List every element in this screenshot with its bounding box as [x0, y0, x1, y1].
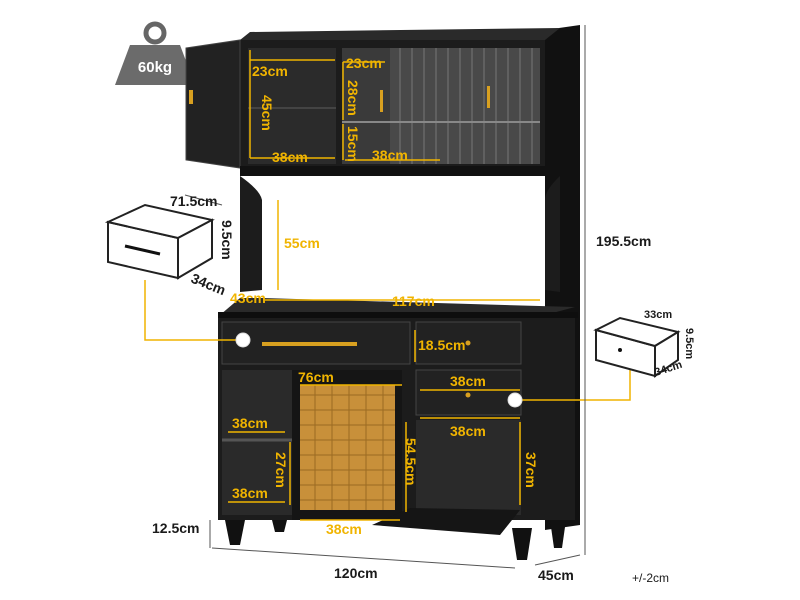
- label-cabinet-depth: 43cm: [230, 290, 266, 306]
- label-inner-shelf-lower: 38cm: [232, 485, 268, 501]
- large-drawer-handle: [262, 342, 357, 346]
- small-drawer-detail: [593, 316, 681, 378]
- label-door-height: 54.5cm: [403, 438, 419, 485]
- overall-dimension-lines: [184, 25, 586, 569]
- door-knob: [189, 90, 193, 104]
- fluted-glass: [390, 48, 540, 164]
- right-small-drawer: [415, 369, 522, 416]
- label-bottom-center-width: 38cm: [326, 521, 362, 537]
- counter-edge: [218, 312, 578, 318]
- label-glass-shelf-width: 38cm: [372, 147, 408, 163]
- right-top-knob: [465, 340, 471, 346]
- leg-front-left: [225, 520, 245, 545]
- label-right-drawer-width: 38cm: [450, 373, 486, 389]
- label-counter-width: 117cm: [392, 293, 435, 309]
- glass-door-handle-right: [487, 86, 490, 108]
- label-bottom-right-height: 37cm: [523, 452, 539, 488]
- label-glass-height: 28cm: [345, 80, 361, 116]
- left-support: [240, 176, 262, 292]
- right-support: [545, 176, 560, 292]
- label-bottom-door-width: 76cm: [298, 369, 334, 385]
- leg-back-right: [550, 520, 566, 548]
- label-tolerance: +/-2cm: [632, 571, 669, 585]
- callout-dot-small: [507, 392, 523, 408]
- large-drawer-detail: [104, 203, 215, 280]
- glass-door-handle-left: [380, 90, 383, 112]
- open-left-door: [185, 39, 241, 169]
- label-left-shelf-width: 38cm: [272, 149, 308, 165]
- cabinet: [185, 25, 580, 560]
- label-bottom-right-width: 38cm: [450, 423, 486, 439]
- open-area: [262, 200, 545, 298]
- large-drawer-depth-label: 34cm: [189, 270, 228, 298]
- left-compartment: [248, 48, 336, 164]
- label-total-height: 195.5cm: [596, 233, 651, 249]
- rattan-weave: [300, 385, 395, 510]
- label-open-height: 55cm: [284, 235, 320, 251]
- label-glass-lower: 15cm: [345, 126, 361, 162]
- label-inner-height: 27cm: [273, 452, 289, 488]
- right-lower-interior: [416, 420, 521, 515]
- open-bottom-door: [372, 508, 520, 535]
- left-lower-interior: [222, 370, 292, 515]
- label-total-width: 120cm: [334, 565, 378, 581]
- leg-front-right: [512, 528, 532, 560]
- label-left-door-width: 23cm: [252, 63, 288, 79]
- hutch-ledge: [240, 166, 560, 176]
- weight-badge: 60kg: [115, 21, 195, 85]
- countertop: [220, 298, 575, 315]
- label-right-drawer-height: 18.5cm: [418, 337, 465, 353]
- leg-back-left: [272, 520, 287, 532]
- weight-handle: [143, 21, 167, 45]
- large-drawer-width-label: 71.5cm: [170, 193, 217, 209]
- small-drawer-width-label: 33cm: [644, 309, 672, 321]
- callout-dot-large: [235, 332, 251, 348]
- label-total-depth: 45cm: [538, 567, 574, 583]
- label-inner-shelf-upper: 38cm: [232, 415, 268, 431]
- label-glass-width-top: 23cm: [346, 55, 382, 71]
- right-small-knob: [465, 392, 471, 398]
- weight-label: 60kg: [138, 59, 172, 76]
- small-drawer-height-label: 9.5cm: [683, 328, 695, 359]
- gold-dimension-lines: [228, 50, 540, 521]
- large-drawer-height-label: 9.5cm: [219, 220, 235, 260]
- rattan-panel: [300, 385, 395, 510]
- label-left-door-height: 45cm: [259, 95, 275, 131]
- hutch-top: [240, 28, 560, 40]
- label-leg-height: 12.5cm: [152, 520, 199, 536]
- kettlebell-icon: [115, 45, 195, 85]
